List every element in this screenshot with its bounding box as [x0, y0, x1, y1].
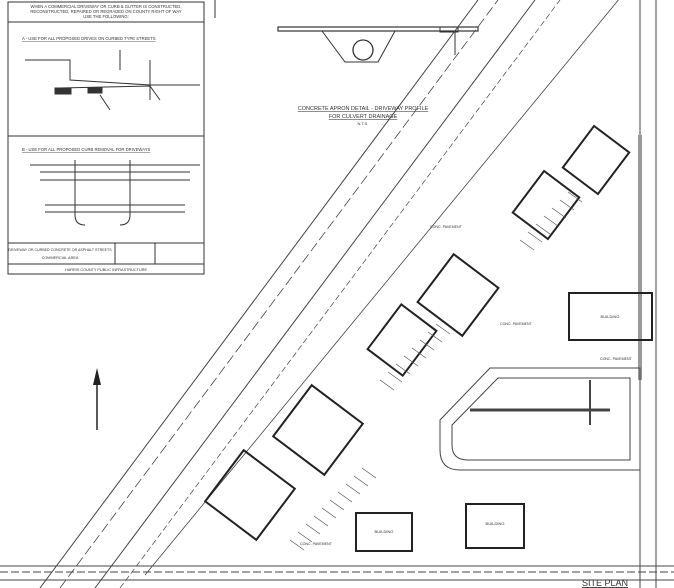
header-note-line-1: WHEN A COMMERCIAL DRIVEWAY OR CURB & GUT… [31, 4, 182, 9]
diagonal-road [39, 0, 619, 588]
header-note-line-2: RECONSTRUCTED, REPAIRED OR REGRADED ON C… [30, 9, 181, 14]
building-4 [416, 252, 500, 338]
title-block-title: DRIVEWAY OR CURBED CONCRETE OR ASPHALT S… [8, 248, 112, 252]
building-3 [366, 302, 438, 378]
apron-detail-title: CONCRETE APRON DETAIL - DRIVEWAY PROFILE [298, 106, 429, 112]
driveway-detail-panel [7, 1, 205, 275]
building-9-label: BUILDING [486, 521, 505, 526]
building-8 [355, 512, 413, 552]
south-road [0, 565, 674, 581]
apron-detail-scale: N.T.S. [358, 121, 369, 126]
parking-lot [439, 367, 641, 471]
building-1 [203, 448, 297, 542]
pavement-label-2: CONC. PAVEMENT [300, 542, 333, 546]
header-note-line-3: USE THE FOLLOWING: [83, 14, 129, 19]
title-block-subtitle: COMMERCIAL AREA [42, 256, 79, 260]
building-5 [511, 169, 581, 241]
building-2 [271, 383, 365, 477]
building-6 [561, 124, 631, 196]
buildings [203, 124, 653, 552]
pavement-label-1: CONC. PAVEMENT [500, 322, 533, 326]
pavement-labels: CONC. PAVEMENT CONC. PAVEMENT CONC. PAVE… [300, 225, 633, 546]
building-8-label: BUILDING [375, 529, 394, 534]
building-labels: BUILDING BUILDING BUILDING [375, 314, 620, 534]
apron-detail-subtitle: FOR CULVERT DRAINAGE [329, 114, 398, 120]
building-9 [465, 503, 525, 549]
building-7 [568, 292, 653, 341]
driveway-detail-text: WHEN A COMMERCIAL DRIVEWAY OR CURB & GUT… [8, 4, 181, 272]
section-a-title: A - USE FOR ALL PROPOSED DRIVES ON CURBE… [22, 36, 156, 41]
title-block-footer: HARRIS COUNTY PUBLIC INFRASTRUCTURE [65, 268, 147, 272]
site-plan-title: SITE PLAN [582, 578, 628, 588]
pavement-label-4: CONC. PAVEMENT [430, 225, 463, 229]
apron-detail-drawing [214, 0, 479, 63]
building-7-label: BUILDING [601, 314, 620, 319]
north-arrow-icon [93, 368, 101, 430]
section-b-title: B - USE FOR ALL PROPOSED CURB REMOVAL FO… [22, 147, 150, 152]
parking-stalls [289, 191, 583, 551]
pavement-label-3: CONC. PAVEMENT [600, 357, 633, 361]
